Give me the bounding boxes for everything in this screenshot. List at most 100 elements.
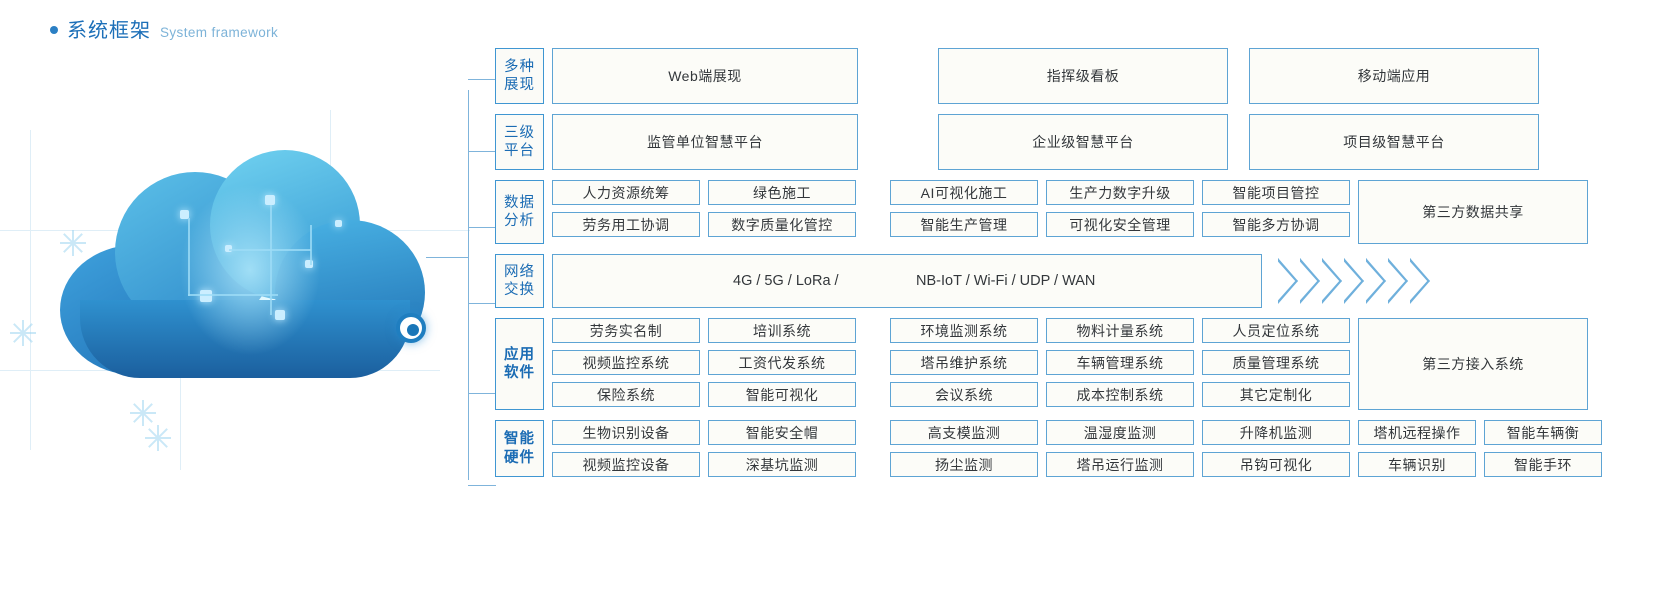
row-label-platform: 三级 平台: [495, 114, 544, 170]
network-protocols-iot: NB-IoT / Wi-Fi / UDP / WAN: [916, 273, 1096, 289]
row-platform: 三级 平台 监管单位智慧平台 企业级智慧平台 项目级智慧平台: [495, 114, 1655, 170]
row-label-line2: 展现: [504, 77, 535, 93]
cell-visual-safety-mgmt[interactable]: 可视化安全管理: [1046, 212, 1194, 237]
chevron-right-icon: [1300, 258, 1320, 304]
row-label-line2: 分析: [504, 213, 535, 229]
app-software-right-group: 环境监测系统 物料计量系统 人员定位系统 塔吊维护系统 车辆管理系统 质量管理系…: [890, 318, 1350, 410]
network-protocols-cellular: 4G / 5G / LoRa /: [733, 273, 839, 289]
smart-hardware-left-group: 生物识别设备 智能安全帽 视频监控设备 深基坑监测: [552, 420, 856, 477]
cell-supervision-platform[interactable]: 监管单位智慧平台: [552, 114, 858, 170]
snowflake-decor-icon: [10, 320, 36, 346]
cloud-network-illustration: [0, 70, 470, 490]
cell-hr-coordination[interactable]: 人力资源统筹: [552, 180, 700, 205]
cell-smart-production-mgmt[interactable]: 智能生产管理: [890, 212, 1038, 237]
app-software-left-group: 劳务实名制 培训系统 视频监控系统 工资代发系统 保险系统 智能可视化: [552, 318, 856, 410]
cell-meeting-system[interactable]: 会议系统: [890, 382, 1038, 407]
cell-high-formwork-monitoring[interactable]: 高支模监测: [890, 420, 1038, 445]
chevron-right-icon: [1388, 258, 1408, 304]
cell-crane-operation-monitoring[interactable]: 塔吊运行监测: [1046, 452, 1194, 477]
cell-video-surveillance-device[interactable]: 视频监控设备: [552, 452, 700, 477]
connector-tree: [426, 60, 496, 510]
cell-labor-coordination[interactable]: 劳务用工协调: [552, 212, 700, 237]
row-label-line1: 三级: [504, 124, 535, 141]
cell-hook-visualization[interactable]: 吊钩可视化: [1202, 452, 1350, 477]
cell-payroll-system[interactable]: 工资代发系统: [708, 350, 856, 375]
cell-biometric-device[interactable]: 生物识别设备: [552, 420, 700, 445]
cell-web-display[interactable]: Web端展现: [552, 48, 858, 104]
cell-hoist-monitoring[interactable]: 升降机监测: [1202, 420, 1350, 445]
chevron-arrow-group: [1276, 254, 1430, 308]
cell-material-metering-system[interactable]: 物料计量系统: [1046, 318, 1194, 343]
cell-vehicle-recognition[interactable]: 车辆识别: [1358, 452, 1476, 477]
row-label-line1: 应用: [504, 346, 535, 363]
cell-third-party-data-sharing[interactable]: 第三方数据共享: [1358, 180, 1588, 244]
cell-vehicle-management-system[interactable]: 车辆管理系统: [1046, 350, 1194, 375]
cell-video-surveillance-system[interactable]: 视频监控系统: [552, 350, 700, 375]
row-label-app-software: 应用 软件: [495, 318, 544, 410]
row-network-exchange: 网络 交换 4G / 5G / LoRa / NB-IoT / Wi-Fi / …: [495, 254, 1655, 308]
row-smart-hardware: 智能 硬件 生物识别设备 智能安全帽 视频监控设备 深基坑监测 高支模监测 温湿…: [495, 420, 1655, 477]
cell-smart-helmet[interactable]: 智能安全帽: [708, 420, 856, 445]
page-header: 系统框架 System framework: [50, 14, 278, 43]
data-analysis-left-group: 人力资源统筹 绿色施工 劳务用工协调 数字质量化管控: [552, 180, 856, 244]
row-label-data-analysis: 数据 分析: [495, 180, 544, 244]
cell-insurance-system[interactable]: 保险系统: [552, 382, 700, 407]
row-label-line1: 智能: [504, 431, 535, 448]
cell-mobile-app[interactable]: 移动端应用: [1249, 48, 1539, 104]
smart-hardware-right-group: 高支模监测 温湿度监测 升降机监测 塔机远程操作 智能车辆衡 扬尘监测 塔吊运行…: [890, 420, 1602, 477]
snowflake-decor-icon: [60, 230, 86, 256]
network-node-icon: [396, 313, 426, 343]
cell-labor-realname[interactable]: 劳务实名制: [552, 318, 700, 343]
cell-smart-truck-scale[interactable]: 智能车辆衡: [1484, 420, 1602, 445]
cell-smart-visualization[interactable]: 智能可视化: [708, 382, 856, 407]
snowflake-decor-icon: [130, 400, 156, 426]
row-data-analysis: 数据 分析 人力资源统筹 绿色施工 劳务用工协调 数字质量化管控 AI可视化施工…: [495, 180, 1655, 244]
cell-digital-quality-control[interactable]: 数字质量化管控: [708, 212, 856, 237]
row-label-line2: 平台: [504, 143, 535, 159]
chevron-right-icon: [1322, 258, 1342, 304]
row-label-network-exchange: 网络 交换: [495, 254, 544, 308]
cell-personnel-positioning-system[interactable]: 人员定位系统: [1202, 318, 1350, 343]
cell-third-party-access-system[interactable]: 第三方接入系统: [1358, 318, 1588, 410]
row-label-line1: 数据: [504, 194, 535, 211]
system-framework-diagram: 多种 展现 Web端展现 指挥级看板 移动端应用 三级 平台 监管单位智慧平台 …: [495, 48, 1655, 487]
cell-crane-maintenance-system[interactable]: 塔吊维护系统: [890, 350, 1038, 375]
bullet-dot-icon: [50, 26, 58, 34]
cell-ai-visual-construction[interactable]: AI可视化施工: [890, 180, 1038, 205]
cell-smart-multiparty-coordination[interactable]: 智能多方协调: [1202, 212, 1350, 237]
cloud-icon: [60, 150, 425, 378]
page-title: 系统框架: [67, 20, 151, 42]
chevron-right-icon: [1278, 258, 1298, 304]
cell-productivity-digital-upgrade[interactable]: 生产力数字升级: [1046, 180, 1194, 205]
row-label-presentation: 多种 展现: [495, 48, 544, 104]
row-app-software: 应用 软件 劳务实名制 培训系统 视频监控系统 工资代发系统 保险系统 智能可视…: [495, 318, 1655, 410]
row-label-smart-hardware: 智能 硬件: [495, 420, 544, 477]
cell-other-customization[interactable]: 其它定制化: [1202, 382, 1350, 407]
network-protocol-bar[interactable]: 4G / 5G / LoRa / NB-IoT / Wi-Fi / UDP / …: [552, 254, 1262, 308]
cell-deep-pit-monitoring[interactable]: 深基坑监测: [708, 452, 856, 477]
cell-dust-monitoring[interactable]: 扬尘监测: [890, 452, 1038, 477]
row-label-line2: 软件: [504, 365, 535, 381]
cell-training-system[interactable]: 培训系统: [708, 318, 856, 343]
cell-command-dashboard[interactable]: 指挥级看板: [938, 48, 1228, 104]
row-label-line2: 硬件: [504, 449, 535, 466]
cell-green-construction[interactable]: 绿色施工: [708, 180, 856, 205]
cell-quality-management-system[interactable]: 质量管理系统: [1202, 350, 1350, 375]
cell-smart-wristband[interactable]: 智能手环: [1484, 452, 1602, 477]
cell-cost-control-system[interactable]: 成本控制系统: [1046, 382, 1194, 407]
cell-temp-humidity-monitoring[interactable]: 温湿度监测: [1046, 420, 1194, 445]
row-label-line1: 网络: [504, 263, 535, 280]
cell-smart-project-control[interactable]: 智能项目管控: [1202, 180, 1350, 205]
chevron-right-icon: [1410, 258, 1430, 304]
snowflake-decor-icon: [145, 425, 171, 451]
row-presentation: 多种 展现 Web端展现 指挥级看板 移动端应用: [495, 48, 1655, 104]
cell-project-platform[interactable]: 项目级智慧平台: [1249, 114, 1539, 170]
chevron-right-icon: [1366, 258, 1386, 304]
row-label-line2: 交换: [504, 282, 535, 298]
page-subtitle: System framework: [160, 25, 279, 40]
row-label-line1: 多种: [504, 58, 535, 75]
cell-environment-monitoring-system[interactable]: 环境监测系统: [890, 318, 1038, 343]
cell-tower-crane-remote-operation[interactable]: 塔机远程操作: [1358, 420, 1476, 445]
chevron-right-icon: [1344, 258, 1364, 304]
cell-enterprise-platform[interactable]: 企业级智慧平台: [938, 114, 1228, 170]
